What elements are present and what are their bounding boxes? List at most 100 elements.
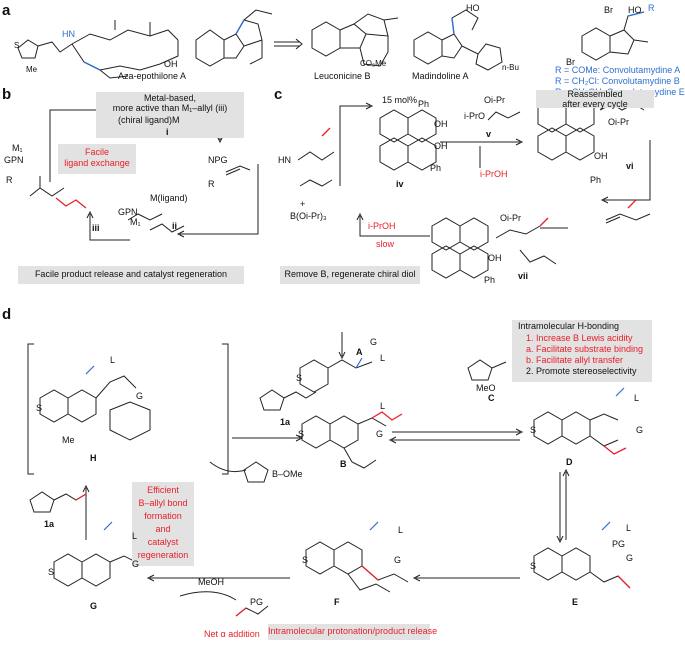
label-g-f: G xyxy=(394,555,402,565)
label-ho-convolutamydine: HO xyxy=(628,5,642,15)
panel-d-hbond-title: Intramolecular H-bonding xyxy=(518,321,620,331)
red-carbonyl-vii xyxy=(539,217,549,227)
label-s-f: S xyxy=(302,555,309,565)
label-s-d: S xyxy=(530,425,537,435)
panel-b-facile-2: ligand exchange xyxy=(64,158,130,168)
panel-label-a: a xyxy=(2,2,11,19)
panel-c-label-v: v xyxy=(486,129,492,139)
panel-d-footer: Intramolecular protonation/product relea… xyxy=(268,626,438,636)
panel-c-oipr-vi: Oi-Pr xyxy=(608,117,629,127)
panel-c-iproh-top: i-PrOH xyxy=(480,169,508,179)
panel-b-box-line1: Metal-based, xyxy=(143,93,197,103)
panel-d-hbond-2: 2. Promote stereoselectivity xyxy=(526,366,637,376)
convolutamydine-b: R = CH₂Cl: Convolutamydine B xyxy=(555,76,680,86)
label-g-d: G xyxy=(636,425,644,435)
panel-c-oipr-vii: Oi-Pr xyxy=(500,213,521,223)
label-nbu: n-Bu xyxy=(502,63,519,72)
panel-b-box-line3: (chiral ligand)M xyxy=(118,115,180,125)
label-pg-product: PG xyxy=(250,597,264,607)
label-s-b: S xyxy=(298,429,305,439)
panel-c-oh-vi: OH xyxy=(594,151,608,161)
blue-carbonyl-d xyxy=(615,387,625,397)
label-1a-left: 1a xyxy=(44,519,55,529)
label-s-a: S xyxy=(296,373,303,383)
panel-b-gpn-right: GPN xyxy=(118,207,138,217)
panel-c-mol-pct: 15 mol% xyxy=(382,95,418,105)
panel-label-c: c xyxy=(274,86,283,103)
panel-b-label-i: i xyxy=(166,127,169,137)
red-allyl-product xyxy=(235,607,247,617)
label-l-d: L xyxy=(634,393,640,403)
panel-label-b: b xyxy=(2,86,12,103)
label-me-h: Me xyxy=(62,435,75,445)
label-B: B xyxy=(340,459,347,469)
label-br-top: Br xyxy=(604,5,613,15)
label-F: F xyxy=(334,597,340,607)
label-l-e: L xyxy=(626,523,632,533)
red-carbonyl-c2 xyxy=(627,199,637,209)
label-s-thiazole: S xyxy=(14,41,20,50)
panel-d-hbond-1: 1. Increase B Lewis acidity xyxy=(526,333,633,343)
panel-d-efficient-box xyxy=(132,482,194,566)
panel-c-slow: slow xyxy=(376,239,395,249)
panel-b-ligand-box xyxy=(58,144,136,174)
blue-carbonyl-a xyxy=(355,357,363,369)
label-H: H xyxy=(90,453,97,463)
panel-c-ph-iv-top: Ph xyxy=(418,99,430,109)
label-l-b: L xyxy=(380,401,386,411)
panel-b-npg: NPG xyxy=(208,155,228,165)
label-l-h: L xyxy=(110,355,116,365)
red-allyl-e xyxy=(617,575,631,589)
panel-b-mligand: M(ligand) xyxy=(150,193,188,203)
red-allyl-d xyxy=(603,445,627,455)
label-l-a: L xyxy=(380,353,386,363)
panel-c-footer: Remove B, regenerate chiral diol xyxy=(284,269,416,279)
label-pg-imine: PG xyxy=(612,539,626,549)
red-allyl-f xyxy=(361,565,379,581)
panel-b-label-iii: iii xyxy=(92,223,100,233)
blue-carbonyl-g xyxy=(103,521,113,531)
panel-c-reassembled-2: after every cycle xyxy=(562,99,628,109)
label-g-a: G xyxy=(370,337,378,347)
label-r-convolutamydine: R xyxy=(648,3,655,13)
panel-b-m1-top: M₁ xyxy=(12,143,23,153)
panel-d-efficient-6: regeneration xyxy=(137,550,189,560)
panel-d-efficient-4: and xyxy=(155,524,171,534)
red-allyl-1a xyxy=(75,493,87,501)
caption-madindoline: Madindoline A xyxy=(412,71,469,81)
panel-b-r-left: R xyxy=(6,175,13,185)
panel-c-ph-iv-bottom: Ph xyxy=(430,163,442,173)
panel-c-iproh-bottom: i-PrOH xyxy=(368,221,396,231)
panel-c-oipr-v: Oi-Pr xyxy=(484,95,505,105)
panel-d-footer-box xyxy=(268,624,430,640)
panel-c-hn: HN xyxy=(278,155,291,165)
label-co2me: CO₂Me xyxy=(360,59,387,68)
panel-c-ph-vi: Ph xyxy=(590,175,602,185)
panel-c-oh-vii: OH xyxy=(488,253,502,263)
cycle-arrow-right xyxy=(180,164,259,235)
label-net-alpha: Net α addition xyxy=(204,629,260,639)
label-A: A xyxy=(356,347,363,357)
panel-b-m1-bottom: M₁ xyxy=(130,217,141,227)
panel-b-box-line2: more active than M₁–allyl (iii) xyxy=(112,103,228,113)
panel-d-efficient-3: formation xyxy=(144,511,182,521)
panel-b-metal-box xyxy=(96,92,244,138)
label-hn-azaepo: HN xyxy=(62,29,75,39)
panel-d-hbond-a: a. Facilitate substrate binding xyxy=(526,344,644,354)
panel-c-reassembled-1: Reassembled xyxy=(567,89,623,99)
panel-c-footer-box xyxy=(280,266,420,284)
label-E: E xyxy=(572,597,579,607)
panel-c-reassembled-box xyxy=(536,90,654,108)
label-g-b: G xyxy=(376,429,384,439)
label-meo-c: MeO xyxy=(476,383,496,393)
caption-leuconicine: Leuconicine B xyxy=(314,71,371,81)
panel-d-efficient-2: B–allyl bond xyxy=(138,498,188,508)
label-meoh: MeOH xyxy=(198,577,225,587)
label-g-e: G xyxy=(626,553,634,563)
panel-c-ipro-v: i-PrO xyxy=(464,111,485,121)
red-carbonyl-c1 xyxy=(321,127,331,137)
label-s-h: S xyxy=(36,403,43,413)
label-ho-madindoline: HO xyxy=(466,3,480,13)
label-G: G xyxy=(90,601,98,611)
